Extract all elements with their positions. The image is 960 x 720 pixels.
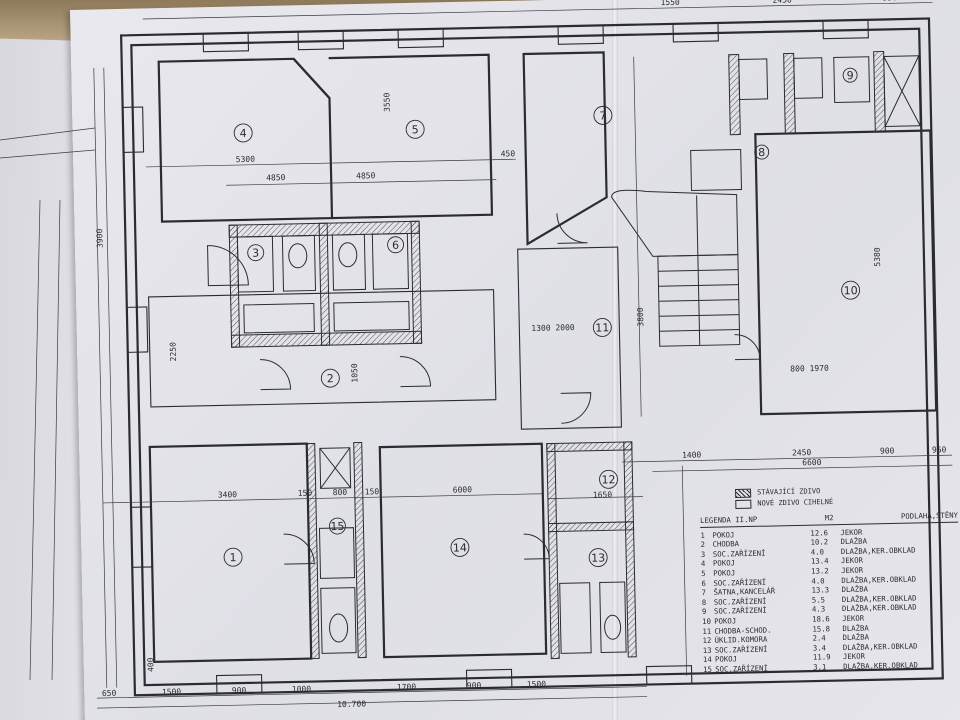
dim-bottom-1500-b: 1500 [527, 680, 547, 689]
dim-1650: 1650 [593, 490, 613, 499]
room-label-2: 2 [327, 372, 334, 385]
room-label-11: 11 [595, 321, 609, 334]
bath-fixtures-8-9 [690, 55, 921, 192]
dim-150-b: 150 [365, 487, 380, 496]
outer-wall-inner [130, 27, 934, 687]
legend-col-finish: PODLAHA,STĚNY [900, 510, 959, 521]
key-new-label: NOVÉ ZDIVO CIHELNÉ [757, 497, 834, 508]
dim-v-3550: 3550 [382, 92, 391, 112]
dimension-lines [93, 2, 953, 709]
legend-row-number: 2 [700, 540, 706, 550]
legend-row-number: 8 [701, 597, 707, 607]
room-label-3: 3 [252, 247, 259, 260]
dim-5300: 5300 [236, 155, 256, 164]
room-label-12: 12 [601, 473, 615, 486]
legend-row-number: 11 [702, 626, 712, 636]
room-label-4: 4 [240, 127, 247, 140]
plan-geometry [93, 2, 953, 709]
dim-950-b: 950 [932, 445, 947, 454]
dim-v-1050: 1050 [350, 363, 359, 383]
legend-row-number: 1 [700, 530, 705, 540]
room-label-5: 5 [412, 123, 419, 136]
room-10-walls [754, 129, 938, 416]
room-label-14: 14 [453, 541, 467, 554]
legend-row-number: 4 [700, 559, 706, 569]
dim-bottom-650: 650 [102, 689, 117, 698]
dim-900-a: 900 [880, 446, 895, 455]
dim-6000: 6000 [453, 485, 473, 494]
bath-fixtures-12-13 [559, 581, 627, 654]
dim-4850-a: 4850 [266, 173, 286, 182]
plain-swatch [735, 499, 752, 509]
dim-4850-b: 4850 [356, 171, 376, 180]
legend-row-name: SOC.ZAŘÍZENÍ [715, 663, 769, 674]
dim-1400: 1400 [682, 450, 702, 459]
legend-row-number: 12 [702, 635, 712, 646]
legend-row-number: 3 [700, 549, 706, 559]
dim-v-5380: 5380 [873, 247, 882, 267]
dim-v-3800: 3800 [636, 307, 645, 327]
legend-row-area: 3.1 [813, 662, 827, 672]
dim-top-1550: 1550 [660, 0, 680, 7]
staircase [611, 189, 741, 347]
dim-150-a: 150 [298, 489, 313, 498]
legend-row-number: 5 [701, 568, 706, 578]
dim-v-400: 400 [146, 657, 155, 672]
underlying-sheet-lines [0, 127, 96, 681]
bath-fixtures-3-6 [236, 232, 410, 334]
bath-fixtures-15 [318, 447, 357, 654]
dim-3400: 3400 [218, 490, 238, 499]
dim-v-3900: 3900 [95, 228, 104, 248]
room-4-walls [157, 57, 334, 223]
room-markers [223, 67, 861, 568]
room-5-walls [328, 53, 494, 220]
legend-col-area: M2 [824, 513, 834, 523]
room-14-walls [378, 442, 548, 659]
legend-row-number: 10 [702, 616, 712, 626]
legend-row-number: 15 [703, 664, 713, 674]
dim-v-2250: 2250 [169, 342, 178, 362]
room-label-6: 6 [392, 239, 399, 252]
room-label-15: 15 [330, 520, 344, 533]
dim-door-800-1970: 800 1970 [790, 364, 829, 374]
dim-6600: 6600 [802, 458, 822, 467]
dim-door-1300-2000: 1300 2000 [531, 323, 575, 333]
legend-row-number: 7 [701, 588, 707, 598]
dim-2450-b: 2450 [792, 448, 812, 457]
dim-top-2450: 2450 [772, 0, 792, 5]
legend-row-number: 6 [701, 578, 706, 588]
window-niches-top [122, 19, 869, 695]
room-11-walls [517, 246, 622, 430]
legend-row-number: 14 [702, 655, 712, 665]
key-new: NOVÉ ZDIVO CIHELNÉ [735, 497, 833, 510]
dim-bottom-1500-a: 1500 [162, 687, 182, 696]
legend-row-number: 9 [701, 607, 707, 617]
door-swings [207, 213, 761, 565]
wall-key: STÁVAJÍCÍ ZDIVO NOVÉ ZDIVO CIHELNÉ [735, 486, 833, 510]
dim-bottom-1000: 1000 [292, 685, 312, 694]
dim-total-10700: 10.700 [337, 699, 366, 709]
dim-top-950: 950 [882, 0, 897, 2]
dim-450: 450 [501, 149, 516, 158]
room-label-10: 10 [843, 284, 857, 297]
dim-bottom-900-a: 900 [232, 686, 247, 695]
dim-bottom-900-b: 900 [467, 681, 482, 690]
room-label-9: 9 [846, 69, 853, 82]
room-label-7: 7 [599, 109, 606, 122]
dim-bottom-1700: 1700 [397, 682, 417, 691]
hatch-swatch [735, 488, 752, 498]
dim-800: 800 [333, 488, 348, 497]
room-label-8: 8 [758, 146, 765, 159]
legend-row-number: 13 [702, 645, 712, 655]
room-label-1: 1 [229, 551, 236, 564]
room-label-13: 13 [591, 551, 605, 564]
legend-title: LEGENDA II.NP [700, 514, 758, 525]
paper-fold [612, 0, 618, 720]
room-7-walls [522, 51, 608, 246]
